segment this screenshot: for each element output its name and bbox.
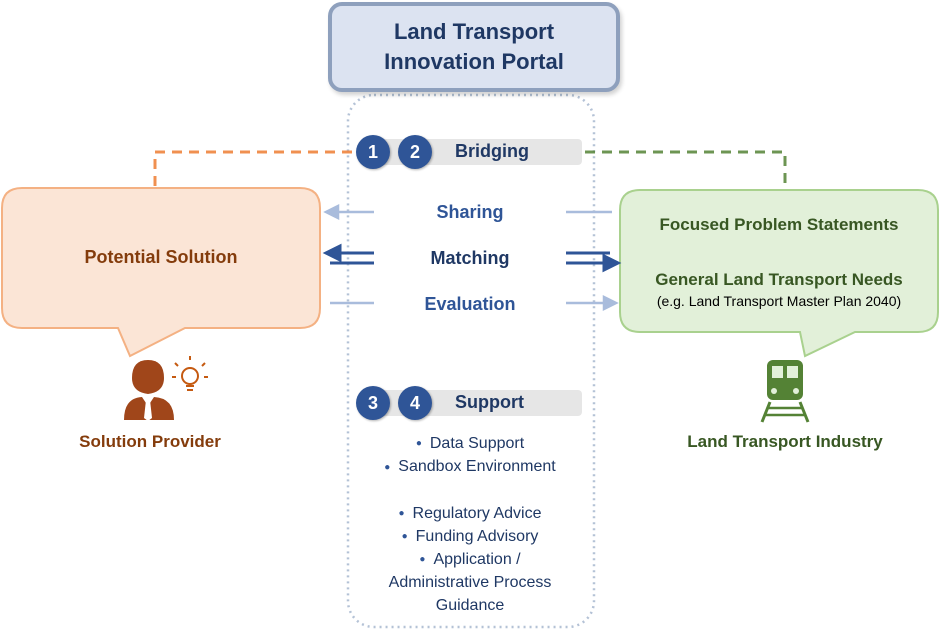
arrow-left-icon — [322, 243, 342, 263]
arrow-left-icon — [323, 203, 340, 221]
evaluation-label: Evaluation — [424, 294, 516, 314]
arrow-right-icon — [602, 253, 622, 273]
right-connector-dashed — [585, 150, 787, 188]
support-item-continuation: Guidance — [435, 597, 505, 615]
lightbulb-icon — [172, 356, 208, 391]
right-speech-bubble — [619, 189, 939, 358]
evaluation-arrows — [330, 294, 619, 312]
support-item-text: Sandbox Environment — [398, 458, 556, 476]
support-label: Support — [455, 392, 524, 412]
portal-title-box: Land Transport Innovation Portal — [328, 2, 620, 92]
list-item: ●Sandbox Environment — [384, 458, 556, 476]
portal-title-line2: Innovation Portal — [384, 49, 564, 74]
left-speech-bubble — [1, 187, 321, 358]
step-badge-1: 1 — [356, 135, 390, 169]
step-badge-3: 3 — [356, 386, 390, 420]
portal-panel — [346, 93, 596, 629]
support-list: ●Data Support ●Sandbox Environment ●Regu… — [350, 432, 590, 617]
support-item-text: Application / — [433, 551, 521, 569]
potential-solution-label: Potential Solution — [84, 247, 238, 267]
list-item: ●Regulatory Advice — [398, 504, 542, 522]
left-connector-dashed — [153, 150, 360, 186]
general-needs-label: General Land Transport Needs — [655, 270, 903, 289]
sharing-label: Sharing — [436, 202, 504, 222]
person-icon — [124, 360, 174, 421]
list-item: ●Funding Advisory — [401, 527, 539, 545]
solution-provider-caption: Solution Provider — [79, 432, 221, 451]
matching-label: Matching — [430, 248, 510, 268]
portal-title-line1: Land Transport — [393, 19, 555, 44]
list-item: ●Data Support — [415, 435, 525, 452]
step-badge-2: 2 — [398, 135, 432, 169]
matching-arrows — [322, 243, 622, 273]
list-item: ●Application / — [419, 551, 521, 569]
support-item-text: Data Support — [429, 435, 525, 452]
general-needs-example: (e.g. Land Transport Master Plan 2040) — [656, 293, 902, 309]
step-badge-4: 4 — [398, 386, 432, 420]
arrow-right-icon — [602, 294, 619, 312]
sharing-arrows — [323, 203, 612, 221]
support-item-text: Funding Advisory — [415, 527, 539, 545]
support-item-continuation: Administrative Process — [388, 574, 552, 592]
focused-problem-statements: Focused Problem Statements — [659, 215, 899, 234]
land-transport-industry-caption: Land Transport Industry — [687, 432, 883, 451]
train-icon — [760, 360, 810, 423]
support-item-text: Regulatory Advice — [412, 504, 542, 522]
bridging-label: Bridging — [455, 141, 529, 161]
